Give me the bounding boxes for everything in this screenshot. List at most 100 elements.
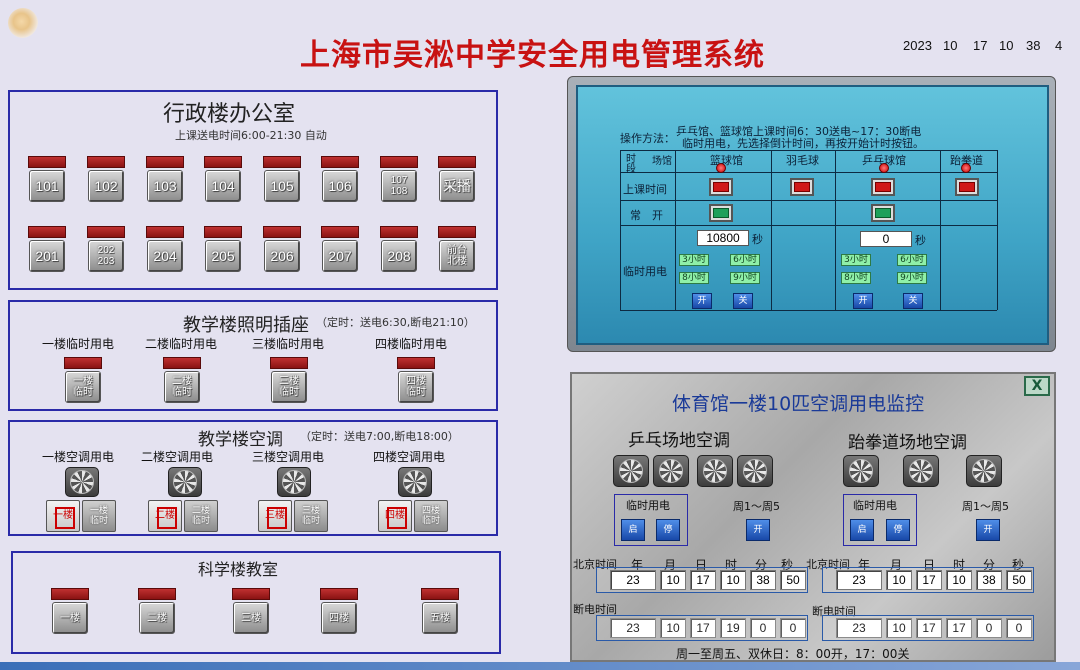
- pingpong-temp-stop-button[interactable]: 停: [656, 519, 680, 541]
- room-switch-button[interactable]: 106: [321, 156, 359, 202]
- room-key[interactable]: 204: [147, 240, 183, 272]
- pingpong-9h-button[interactable]: 9小时: [897, 272, 927, 284]
- pingpong-8h-button[interactable]: 8小时: [841, 272, 871, 284]
- pingpong-cut-field[interactable]: 17: [690, 618, 716, 638]
- science-key[interactable]: 四楼: [321, 602, 357, 634]
- room-key[interactable]: 103: [147, 170, 183, 202]
- lighting-temp-button[interactable]: 三楼 临时: [270, 357, 308, 403]
- science-key[interactable]: 五楼: [422, 602, 458, 634]
- room-key[interactable]: 205: [205, 240, 241, 272]
- badminton-class-switch[interactable]: [790, 178, 814, 196]
- pingpong-3h-button[interactable]: 3小时: [841, 254, 871, 266]
- basketball-countdown-field[interactable]: 10800: [697, 230, 749, 246]
- aircon-floor-button[interactable]: 三楼: [258, 500, 292, 532]
- basketball-8h-button[interactable]: 8小时: [679, 272, 709, 284]
- room-key[interactable]: 206: [264, 240, 300, 272]
- taekwondo-time-field[interactable]: 10: [886, 570, 912, 590]
- science-key[interactable]: 三楼: [233, 602, 269, 634]
- pingpong-time-field[interactable]: 10: [720, 570, 746, 590]
- taekwondo-temp-stop-button[interactable]: 停: [886, 519, 910, 541]
- pingpong-time-field[interactable]: 17: [690, 570, 716, 590]
- basketball-always-on-switch[interactable]: [709, 204, 733, 222]
- room-switch-button[interactable]: 207: [321, 226, 359, 272]
- basketball-3h-button[interactable]: 3小时: [679, 254, 709, 266]
- aircon-temp-button[interactable]: 二楼 临时: [184, 500, 218, 532]
- science-floor-button[interactable]: 四楼: [320, 588, 358, 634]
- room-switch-button[interactable]: 采播: [438, 156, 476, 202]
- room-switch-button[interactable]: 204: [146, 226, 184, 272]
- room-key[interactable]: 107 108: [381, 170, 417, 202]
- room-key[interactable]: 101: [29, 170, 65, 202]
- room-key[interactable]: 102: [88, 170, 124, 202]
- aircon-floor-button[interactable]: 四楼: [378, 500, 412, 532]
- lighting-key[interactable]: 三楼 临时: [271, 371, 307, 403]
- taekwondo-weekday-button[interactable]: 开: [976, 519, 1000, 541]
- room-switch-button[interactable]: 205: [204, 226, 242, 272]
- close-icon[interactable]: X: [1024, 376, 1050, 396]
- lighting-key[interactable]: 一楼 临时: [65, 371, 101, 403]
- pingpong-countdown-field[interactable]: 0: [860, 231, 912, 247]
- pingpong-cut-field[interactable]: 0: [780, 618, 806, 638]
- taekwondo-time-field[interactable]: 17: [916, 570, 942, 590]
- pingpong-temp-start-button[interactable]: 启: [621, 519, 645, 541]
- lighting-temp-button[interactable]: 二楼 临时: [163, 357, 201, 403]
- room-key[interactable]: 前台 北楼: [439, 240, 475, 272]
- pingpong-cut-field[interactable]: 0: [750, 618, 776, 638]
- pingpong-cut-field[interactable]: 19: [720, 618, 746, 638]
- pingpong-time-field[interactable]: 38: [750, 570, 776, 590]
- lighting-key[interactable]: 四楼 临时: [398, 371, 434, 403]
- pingpong-start-button[interactable]: 开: [853, 293, 873, 309]
- taekwondo-time-field[interactable]: 50: [1006, 570, 1032, 590]
- science-floor-button[interactable]: 一楼: [51, 588, 89, 634]
- aircon-floor-button[interactable]: 一楼: [46, 500, 80, 532]
- taekwondo-cut-field[interactable]: 0: [976, 618, 1002, 638]
- basketball-start-button[interactable]: 开: [692, 293, 712, 309]
- room-key[interactable]: 104: [205, 170, 241, 202]
- basketball-6h-button[interactable]: 6小时: [730, 254, 760, 266]
- room-switch-button[interactable]: 104: [204, 156, 242, 202]
- pingpong-cut-field[interactable]: 10: [660, 618, 686, 638]
- room-switch-button[interactable]: 202 203: [87, 226, 125, 272]
- taekwondo-cut-field[interactable]: 10: [886, 618, 912, 638]
- pingpong-always-on-switch[interactable]: [871, 204, 895, 222]
- taekwondo-class-switch[interactable]: [955, 178, 979, 196]
- room-switch-button[interactable]: 208: [380, 226, 418, 272]
- science-key[interactable]: 二楼: [139, 602, 175, 634]
- taekwondo-cut-field[interactable]: 17: [946, 618, 972, 638]
- pingpong-6h-button[interactable]: 6小时: [897, 254, 927, 266]
- pingpong-time-field[interactable]: 10: [660, 570, 686, 590]
- taekwondo-cut-field[interactable]: 23: [836, 618, 882, 638]
- aircon-temp-button[interactable]: 三楼 临时: [294, 500, 328, 532]
- room-key[interactable]: 采播: [439, 170, 475, 202]
- room-switch-button[interactable]: 103: [146, 156, 184, 202]
- basketball-stop-button[interactable]: 关: [733, 293, 753, 309]
- basketball-class-switch[interactable]: [709, 178, 733, 196]
- taekwondo-time-field[interactable]: 38: [976, 570, 1002, 590]
- basketball-9h-button[interactable]: 9小时: [730, 272, 760, 284]
- aircon-temp-button[interactable]: 一楼 临时: [82, 500, 116, 532]
- room-key[interactable]: 208: [381, 240, 417, 272]
- taekwondo-cut-field[interactable]: 0: [1006, 618, 1032, 638]
- pingpong-time-field[interactable]: 50: [780, 570, 806, 590]
- room-key[interactable]: 106: [322, 170, 358, 202]
- room-switch-button[interactable]: 105: [263, 156, 301, 202]
- taekwondo-time-field[interactable]: 23: [836, 570, 882, 590]
- room-switch-button[interactable]: 前台 北楼: [438, 226, 476, 272]
- aircon-temp-button[interactable]: 四楼 临时: [414, 500, 448, 532]
- room-switch-button[interactable]: 102: [87, 156, 125, 202]
- pingpong-time-field[interactable]: 23: [610, 570, 656, 590]
- pingpong-stop-button[interactable]: 关: [903, 293, 923, 309]
- room-key[interactable]: 105: [264, 170, 300, 202]
- room-key[interactable]: 202 203: [88, 240, 124, 272]
- taekwondo-cut-field[interactable]: 17: [916, 618, 942, 638]
- lighting-temp-button[interactable]: 四楼 临时: [397, 357, 435, 403]
- science-floor-button[interactable]: 二楼: [138, 588, 176, 634]
- room-key[interactable]: 207: [322, 240, 358, 272]
- aircon-floor-button[interactable]: 二楼: [148, 500, 182, 532]
- room-switch-button[interactable]: 107 108: [380, 156, 418, 202]
- pingpong-weekday-button[interactable]: 开: [746, 519, 770, 541]
- pingpong-class-switch[interactable]: [871, 178, 895, 196]
- lighting-temp-button[interactable]: 一楼 临时: [64, 357, 102, 403]
- room-key[interactable]: 201: [29, 240, 65, 272]
- science-floor-button[interactable]: 五楼: [421, 588, 459, 634]
